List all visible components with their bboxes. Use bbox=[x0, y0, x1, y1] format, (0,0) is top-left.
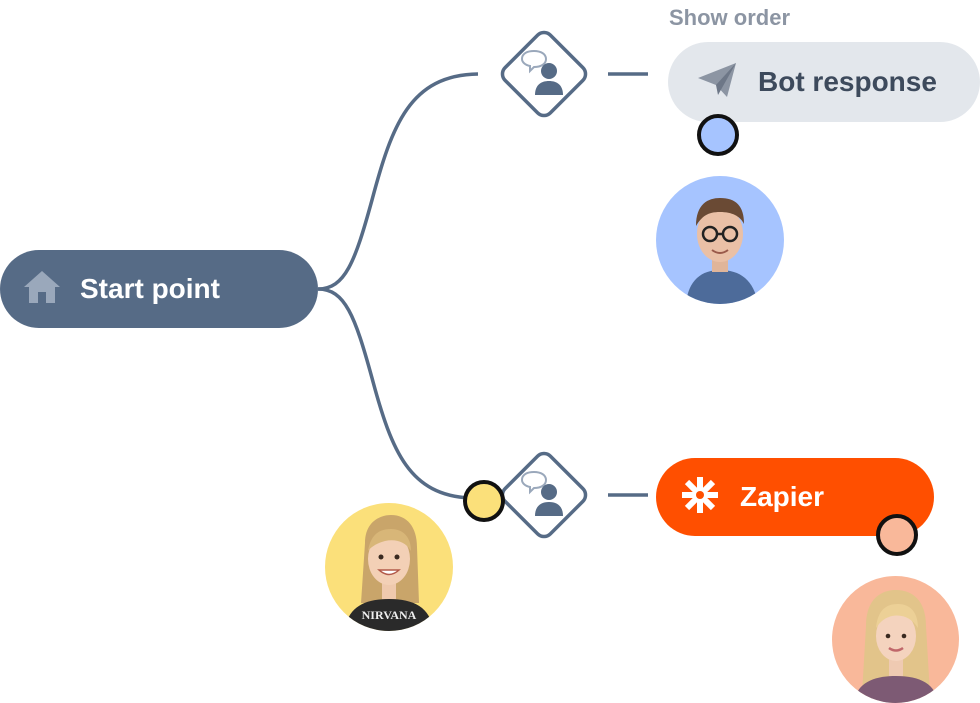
bot-response-label: Bot response bbox=[758, 66, 937, 97]
condition-diamond-top[interactable] bbox=[489, 19, 599, 129]
woman-nirvana-shirt-avatar: NIRVANA bbox=[325, 503, 453, 631]
start-point-node[interactable]: Start point bbox=[0, 250, 318, 328]
man-with-glasses-avatar bbox=[656, 176, 784, 304]
zapier-status-indicator bbox=[876, 514, 918, 556]
decision-status-indicator bbox=[463, 480, 505, 522]
nirvana-shirt-text: NIRVANA bbox=[362, 608, 417, 622]
home-icon bbox=[22, 269, 62, 310]
chat-person-icon bbox=[516, 49, 572, 104]
show-order-caption: Show order bbox=[669, 5, 791, 30]
start-point-label: Start point bbox=[80, 273, 220, 304]
woman-blonde-avatar bbox=[832, 576, 959, 703]
zapier-asterisk-icon bbox=[680, 475, 720, 520]
bot-status-indicator bbox=[697, 114, 739, 156]
chat-person-icon bbox=[516, 470, 572, 525]
paper-plane-icon bbox=[696, 61, 738, 104]
bot-response-node[interactable]: Bot response bbox=[668, 42, 980, 122]
zapier-label: Zapier bbox=[740, 481, 825, 512]
condition-diamond-bottom[interactable] bbox=[489, 440, 599, 550]
